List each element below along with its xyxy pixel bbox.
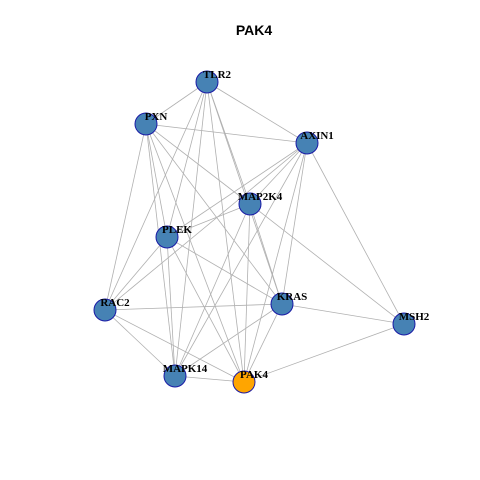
node-mapk14[interactable]: MAPK14 — [163, 363, 208, 388]
edge-map2k4-kras — [249, 203, 283, 305]
edge-kras-pak4 — [243, 303, 283, 383]
node-circle[interactable] — [134, 112, 158, 136]
node-msh2[interactable]: MSH2 — [392, 311, 430, 336]
node-circle[interactable] — [163, 364, 187, 388]
node-circle[interactable] — [270, 292, 294, 316]
graph-title: PAK4 — [236, 22, 273, 38]
node-circle[interactable] — [238, 192, 262, 216]
node-kras[interactable]: KRAS — [270, 291, 308, 316]
node-label: PXN — [145, 111, 168, 123]
edge-tlr2-plek — [166, 81, 208, 238]
edge-axin1-pak4 — [243, 142, 308, 383]
edge-axin1-mapk14 — [174, 142, 308, 377]
edge-kras-mapk14 — [174, 303, 283, 377]
edge-msh2-pak4 — [243, 323, 405, 383]
node-tlr2[interactable]: TLR2 — [195, 69, 232, 94]
edge-rac2-kras — [104, 303, 283, 311]
edge-map2k4-plek — [166, 203, 251, 238]
edge-axin1-rac2 — [104, 142, 308, 311]
node-label: MAP2K4 — [238, 191, 283, 203]
edge-map2k4-pak4 — [243, 203, 251, 383]
edge-kras-msh2 — [281, 303, 405, 325]
edge-map2k4-mapk14 — [174, 203, 251, 377]
edge-rac2-pak4 — [104, 309, 245, 383]
edge-tlr2-kras — [206, 81, 283, 305]
node-circle[interactable] — [195, 70, 219, 94]
node-label: AXIN1 — [300, 130, 334, 142]
node-circle[interactable] — [155, 225, 179, 249]
node-label: PLEK — [162, 224, 192, 236]
node-label: KRAS — [277, 291, 308, 303]
edge-pxn-plek — [145, 123, 168, 238]
edge-tlr2-pak4 — [206, 81, 245, 383]
edge-plek-rac2 — [104, 236, 168, 311]
edge-axin1-kras — [281, 142, 308, 305]
edge-mapk14-pak4 — [174, 375, 245, 383]
edge-tlr2-axin1 — [206, 81, 308, 144]
edge-pxn-rac2 — [104, 123, 147, 311]
edge-pxn-mapk14 — [145, 123, 176, 377]
node-circle[interactable] — [392, 312, 416, 336]
edge-pxn-map2k4 — [145, 123, 251, 205]
node-pxn[interactable]: PXN — [134, 111, 168, 136]
node-axin1[interactable]: AXIN1 — [295, 130, 334, 155]
edge-tlr2-pxn — [145, 81, 208, 125]
edge-map2k4-msh2 — [249, 203, 405, 325]
node-label: MAPK14 — [163, 363, 208, 375]
node-rac2[interactable]: RAC2 — [93, 297, 130, 322]
edges-layer — [104, 81, 405, 383]
node-circle[interactable] — [93, 298, 117, 322]
edge-pxn-kras — [145, 123, 283, 305]
node-circle[interactable] — [295, 131, 319, 155]
edge-pxn-axin1 — [145, 123, 308, 144]
node-label: RAC2 — [100, 297, 130, 309]
edge-plek-pak4 — [166, 236, 245, 383]
edge-plek-mapk14 — [166, 236, 176, 377]
edge-tlr2-mapk14 — [174, 81, 208, 377]
node-plek[interactable]: PLEK — [155, 224, 192, 249]
node-map2k4[interactable]: MAP2K4 — [238, 191, 283, 216]
edge-tlr2-rac2 — [104, 81, 208, 311]
edge-axin1-msh2 — [306, 142, 405, 325]
edge-plek-kras — [166, 236, 283, 305]
node-label: PAK4 — [240, 369, 268, 381]
node-label: MSH2 — [399, 311, 430, 323]
node-pak4[interactable]: PAK4 — [232, 369, 268, 394]
edge-rac2-mapk14 — [104, 309, 176, 377]
edge-axin1-plek — [166, 142, 308, 238]
node-label: TLR2 — [203, 69, 232, 81]
edge-axin1-map2k4 — [249, 142, 308, 205]
node-circle[interactable] — [232, 370, 256, 394]
